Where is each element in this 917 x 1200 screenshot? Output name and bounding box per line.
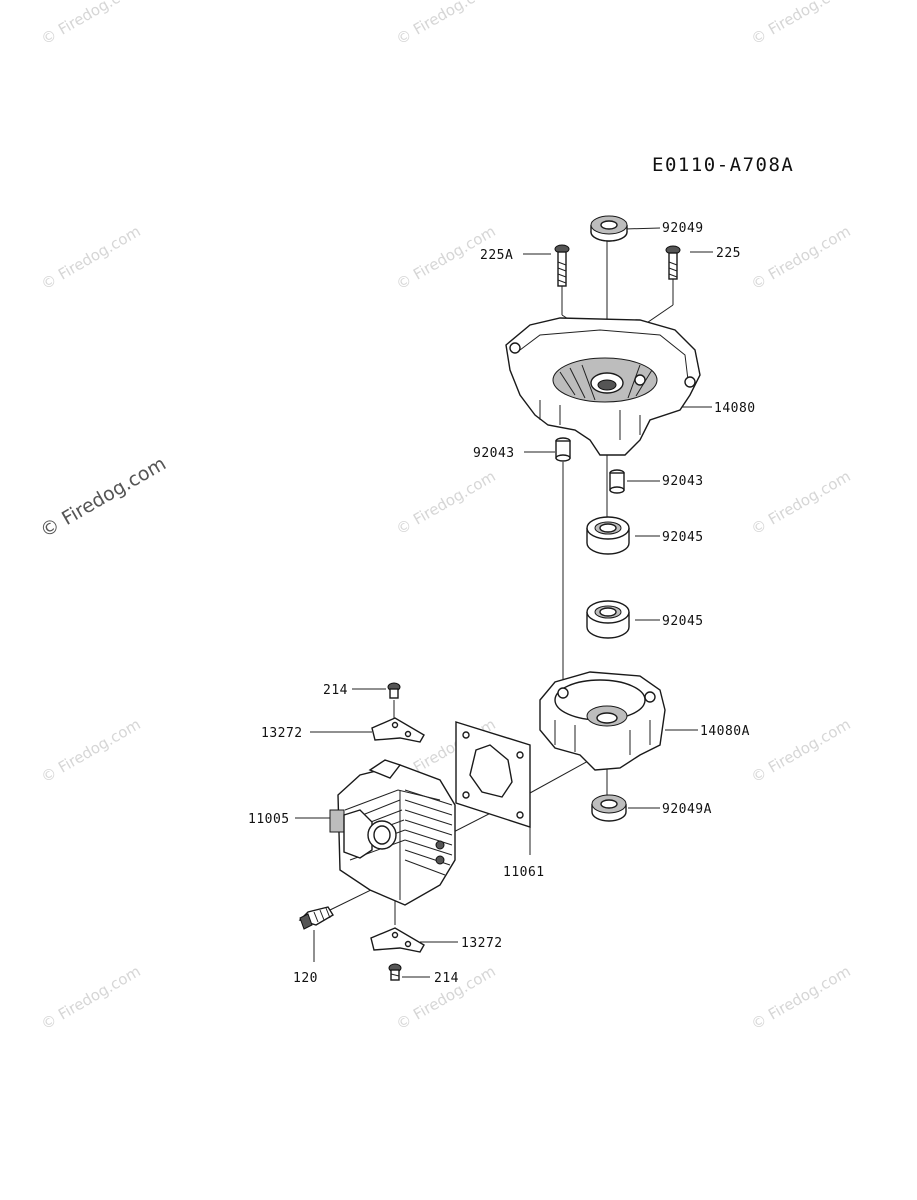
bolt-225	[665, 245, 681, 280]
bolt-225A	[554, 244, 570, 287]
screw-214-top	[387, 682, 401, 699]
label-120: 120	[293, 971, 318, 986]
diagram-code: E0110-A708A	[652, 154, 794, 176]
watermark: © Firedog.com	[393, 0, 499, 48]
label-11061: 11061	[503, 865, 545, 880]
label-92049A: 92049A	[662, 802, 712, 817]
watermark: © Firedog.com	[748, 222, 854, 293]
spark-plug-120	[298, 906, 334, 930]
crankcase-14080	[505, 317, 701, 456]
label-14080: 14080	[714, 401, 756, 416]
label-14080A: 14080A	[700, 724, 750, 739]
label-92045-upper: 92045	[662, 530, 704, 545]
label-92049: 92049	[662, 221, 704, 236]
watermark: © Firedog.com	[38, 0, 144, 48]
label-92043-left: 92043	[473, 446, 515, 461]
plate-13272-top	[371, 717, 425, 743]
gasket-11061	[455, 721, 531, 828]
pin-92043-right	[609, 469, 625, 494]
screw-214-bottom	[388, 963, 402, 981]
watermark: © Firedog.com	[748, 962, 854, 1033]
watermark: © Firedog.com	[748, 0, 854, 48]
pin-92043-left	[555, 437, 571, 462]
part-labels: 92049 225A 225 14080 92043 92043 92045 9…	[248, 221, 756, 986]
watermark: © Firedog.com	[38, 962, 144, 1033]
watermark-large: © Firedog.com	[37, 453, 170, 543]
oil-seal-bottom	[591, 794, 627, 822]
label-92045-lower: 92045	[662, 614, 704, 629]
label-214-bottom: 214	[434, 971, 459, 986]
label-13272-top: 13272	[261, 726, 303, 741]
label-13272-bottom: 13272	[461, 936, 503, 951]
oil-seal-top	[590, 215, 628, 242]
watermark: © Firedog.com	[393, 467, 499, 538]
label-92043-right: 92043	[662, 474, 704, 489]
bearing-92045-lower	[586, 600, 630, 639]
plate-13272-bottom	[370, 927, 425, 953]
crankcase-14080A	[539, 671, 666, 771]
label-225A: 225A	[480, 248, 513, 263]
bearing-92045-upper	[586, 516, 630, 555]
watermark: © Firedog.com	[748, 467, 854, 538]
label-225: 225	[716, 246, 741, 261]
watermark: © Firedog.com	[748, 715, 854, 786]
watermark: © Firedog.com	[38, 715, 144, 786]
watermark: © Firedog.com	[38, 222, 144, 293]
label-11005: 11005	[248, 812, 290, 827]
label-214-top: 214	[323, 683, 348, 698]
cylinder-11005	[329, 759, 456, 906]
